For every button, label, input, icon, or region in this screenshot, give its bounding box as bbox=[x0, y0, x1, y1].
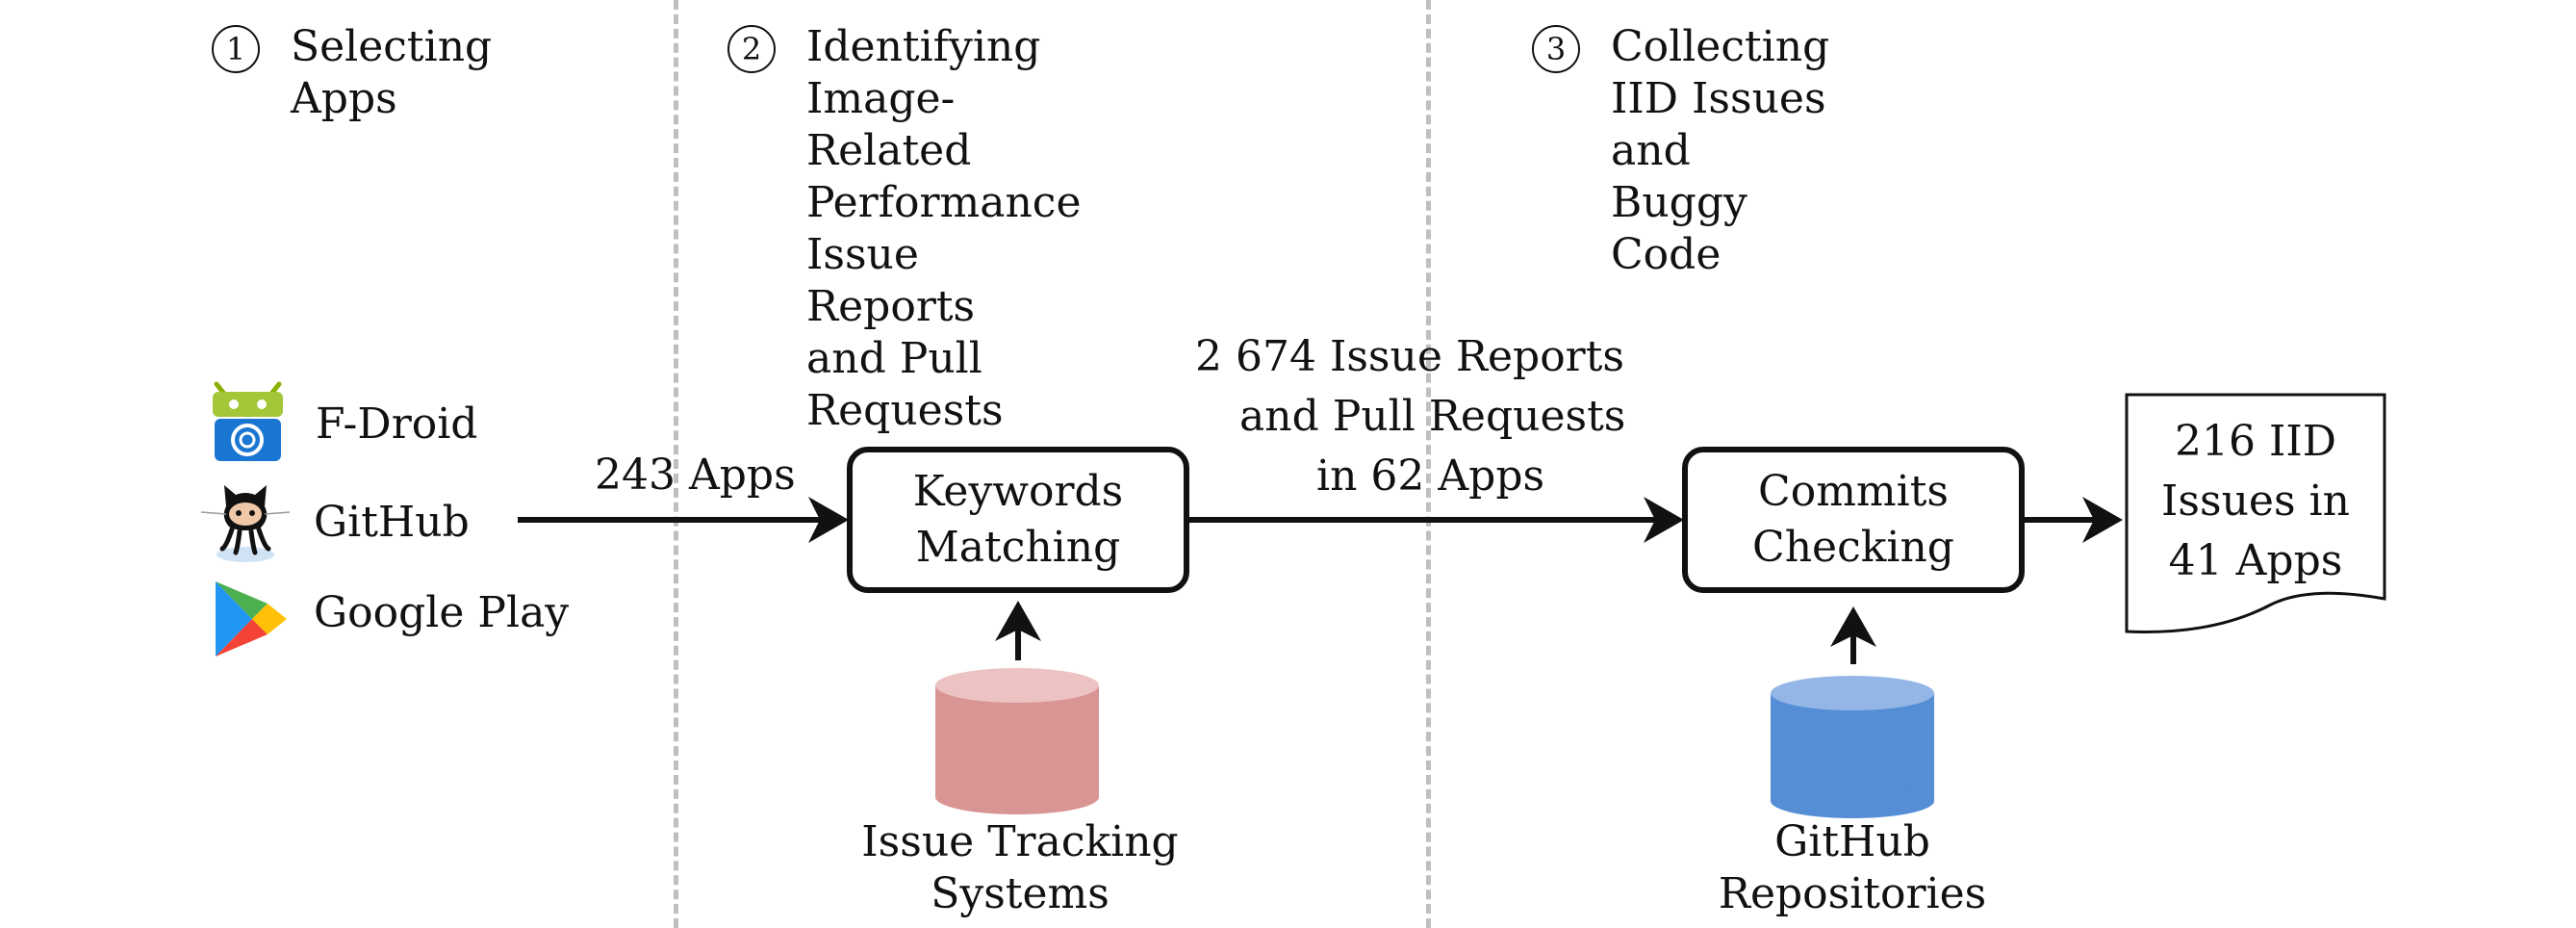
github-repos-db-label-line-2: Repositories bbox=[1718, 869, 1987, 918]
phase-title-2: Identifying Image-Related Performance Is… bbox=[806, 22, 1082, 435]
result-document-text: 216 IID Issues in 41 Apps bbox=[2161, 417, 2350, 585]
phase-number-2: 2 bbox=[727, 25, 776, 73]
reports-label-line-1: 2 674 Issue Reports bbox=[1195, 332, 1624, 381]
issue-tracking-db-label-line-2: Systems bbox=[931, 869, 1109, 918]
phase-title-3: Collecting IID Issues and Buggy Code bbox=[1611, 22, 1830, 279]
result-document-shape bbox=[2125, 393, 2386, 633]
f-droid-icon bbox=[213, 381, 283, 461]
reports-label-line-3: in 62 Apps bbox=[1316, 451, 1545, 501]
phase-number-3: 3 bbox=[1532, 25, 1580, 73]
issue-tracking-database-icon bbox=[935, 668, 1099, 814]
issue-tracking-db-label: Issue Tracking Systems bbox=[828, 816, 1212, 920]
source-f-droid: F-Droid bbox=[316, 400, 478, 449]
apps-count-label: 243 Apps bbox=[595, 451, 796, 500]
commits-checking-box: Commits Checking bbox=[1682, 447, 2025, 593]
github-octocat-icon bbox=[200, 485, 291, 562]
source-google-play: Google Play bbox=[314, 588, 570, 637]
phase-title-1: Selecting Apps bbox=[291, 22, 493, 123]
keywords-matching-box: Keywords Matching bbox=[847, 447, 1189, 593]
phase-divider-2 bbox=[1426, 0, 1431, 928]
phase-divider-1 bbox=[674, 0, 678, 928]
reports-label-line-2: and Pull Requests bbox=[1239, 392, 1626, 441]
source-github: GitHub bbox=[314, 498, 470, 547]
github-repos-db-label: GitHub Repositories bbox=[1660, 816, 2045, 920]
github-repositories-database-icon bbox=[1771, 676, 1934, 818]
github-repos-db-label-line-1: GitHub bbox=[1774, 817, 1930, 866]
issue-tracking-db-label-line-1: Issue Tracking bbox=[861, 817, 1179, 866]
phase-number-1: 1 bbox=[212, 25, 260, 73]
google-play-icon bbox=[216, 581, 287, 657]
